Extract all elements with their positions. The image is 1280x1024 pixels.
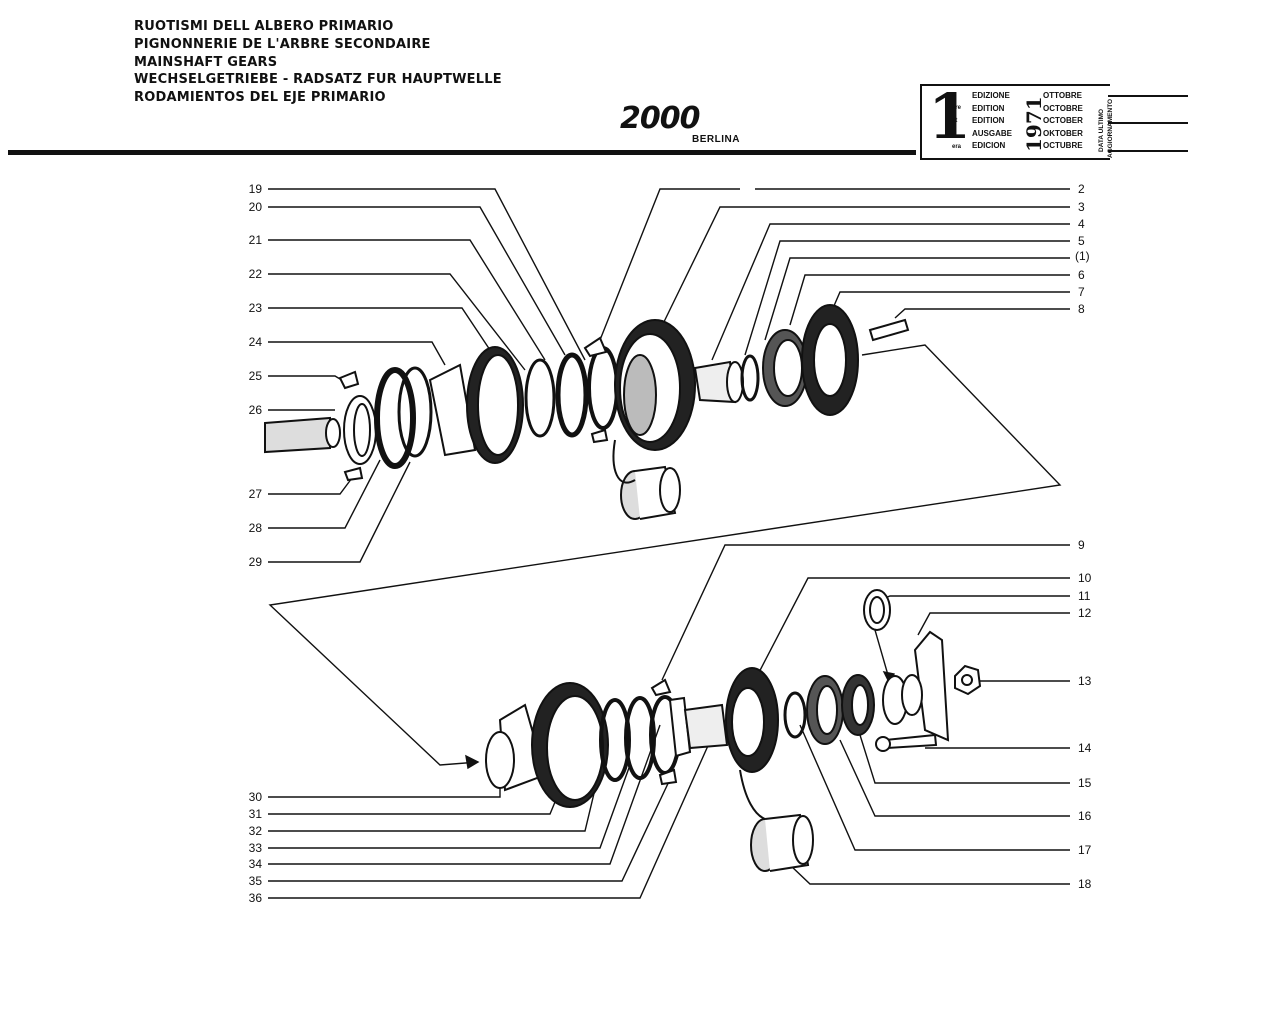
edition-box: 1 a ere st . era EDIZIONE EDITION EDITIO… bbox=[920, 80, 1110, 160]
title-english: MAINSHAFT GEARS bbox=[134, 54, 278, 70]
edition-month: OCTUBRE bbox=[1043, 141, 1083, 150]
callout-28: 28 bbox=[249, 521, 263, 535]
callout-12: 12 bbox=[1078, 606, 1092, 620]
upper-assembly bbox=[264, 304, 910, 520]
model-variant: BERLINA bbox=[692, 134, 740, 145]
callout-8: 8 bbox=[1078, 302, 1085, 316]
edition-month: OCTOBRE bbox=[1043, 103, 1083, 113]
title-german: WECHSELGETRIEBE - RADSATZ FUR HAUPTWELLE bbox=[134, 72, 502, 88]
edition-label: EDITION bbox=[972, 103, 1005, 113]
callout-5: 5 bbox=[1078, 234, 1085, 248]
update-line bbox=[1108, 122, 1188, 124]
callout-22: 22 bbox=[249, 267, 263, 281]
callout-numbers: 19 20 21 22 23 24 25 26 27 28 29 30 31 3… bbox=[249, 182, 1092, 905]
edition-suffix: st bbox=[952, 118, 958, 124]
edition-label: EDITION bbox=[972, 116, 1005, 125]
update-line bbox=[1108, 150, 1188, 152]
model-badge: 2000 BERLINA bbox=[620, 101, 760, 146]
edition-label: AUSGABE bbox=[972, 128, 1013, 138]
callout-27: 27 bbox=[249, 487, 263, 501]
callout-25: 25 bbox=[249, 369, 263, 383]
callout-10: 10 bbox=[1078, 571, 1092, 585]
model-logo: 2000 bbox=[620, 101, 701, 136]
edition-months: OTTOBRE OCTOBRE OCTOBER OKTOBER OCTUBRE bbox=[1043, 90, 1083, 153]
callout-18: 18 bbox=[1078, 877, 1092, 891]
callout-21: 21 bbox=[249, 233, 263, 247]
callout-29: 29 bbox=[249, 555, 263, 569]
callout-17: 17 bbox=[1078, 843, 1092, 857]
title-french: PIGNONNERIE DE L'ARBRE SECONDAIRE bbox=[134, 36, 431, 52]
update-line bbox=[1108, 95, 1188, 97]
callout-36: 36 bbox=[249, 891, 263, 905]
callout-15: 15 bbox=[1078, 776, 1092, 790]
lower-assembly bbox=[485, 589, 982, 872]
callout-3: 3 bbox=[1078, 200, 1085, 214]
edition-month: OTTOBRE bbox=[1043, 91, 1082, 100]
callout-2: 2 bbox=[1078, 182, 1085, 196]
callout-13: 13 bbox=[1078, 674, 1092, 688]
edition-suffix: a bbox=[952, 92, 956, 98]
callout-32: 32 bbox=[249, 824, 263, 838]
edition-month: OKTOBER bbox=[1043, 128, 1083, 138]
callout-19: 19 bbox=[249, 182, 263, 196]
title-spanish: RODAMIENTOS DEL EJE PRIMARIO bbox=[134, 90, 386, 106]
edition-labels: EDIZIONE EDITION EDITION AUSGABE EDICION bbox=[972, 90, 1012, 153]
callout-30: 30 bbox=[249, 790, 263, 804]
callout-4: 4 bbox=[1078, 217, 1085, 231]
callout-35: 35 bbox=[249, 874, 263, 888]
callout-16: 16 bbox=[1078, 809, 1092, 823]
callout-11: 11 bbox=[1078, 589, 1091, 603]
edition-suffix: . bbox=[952, 131, 954, 137]
title-italian: RUOTISMI DELL ALBERO PRIMARIO bbox=[134, 19, 394, 34]
callout-34: 34 bbox=[249, 857, 263, 871]
edition-month: OCTOBER bbox=[1043, 116, 1083, 125]
edition-label: EDIZIONE bbox=[972, 91, 1010, 100]
callout-23: 23 bbox=[249, 301, 263, 315]
callout-24: 24 bbox=[249, 335, 263, 349]
callout-9: 9 bbox=[1078, 538, 1085, 552]
header-rule bbox=[8, 150, 916, 155]
callout-note: (1) bbox=[1075, 249, 1090, 263]
edition-suffix: era bbox=[952, 144, 962, 150]
callout-7: 7 bbox=[1078, 285, 1085, 299]
edition-number: 1 bbox=[928, 80, 972, 153]
callout-31: 31 bbox=[249, 807, 263, 821]
edition-label: EDICION bbox=[972, 141, 1006, 150]
callout-20: 20 bbox=[249, 200, 263, 214]
callout-14: 14 bbox=[1078, 741, 1092, 755]
callout-6: 6 bbox=[1078, 268, 1085, 282]
callout-26: 26 bbox=[249, 403, 263, 417]
callout-33: 33 bbox=[249, 841, 263, 855]
edition-suffix: ere bbox=[952, 105, 962, 111]
title-block: RUOTISMI DELL ALBERO PRIMARIO PIGNONNERI… bbox=[134, 18, 502, 107]
leader-lines bbox=[268, 188, 1070, 899]
